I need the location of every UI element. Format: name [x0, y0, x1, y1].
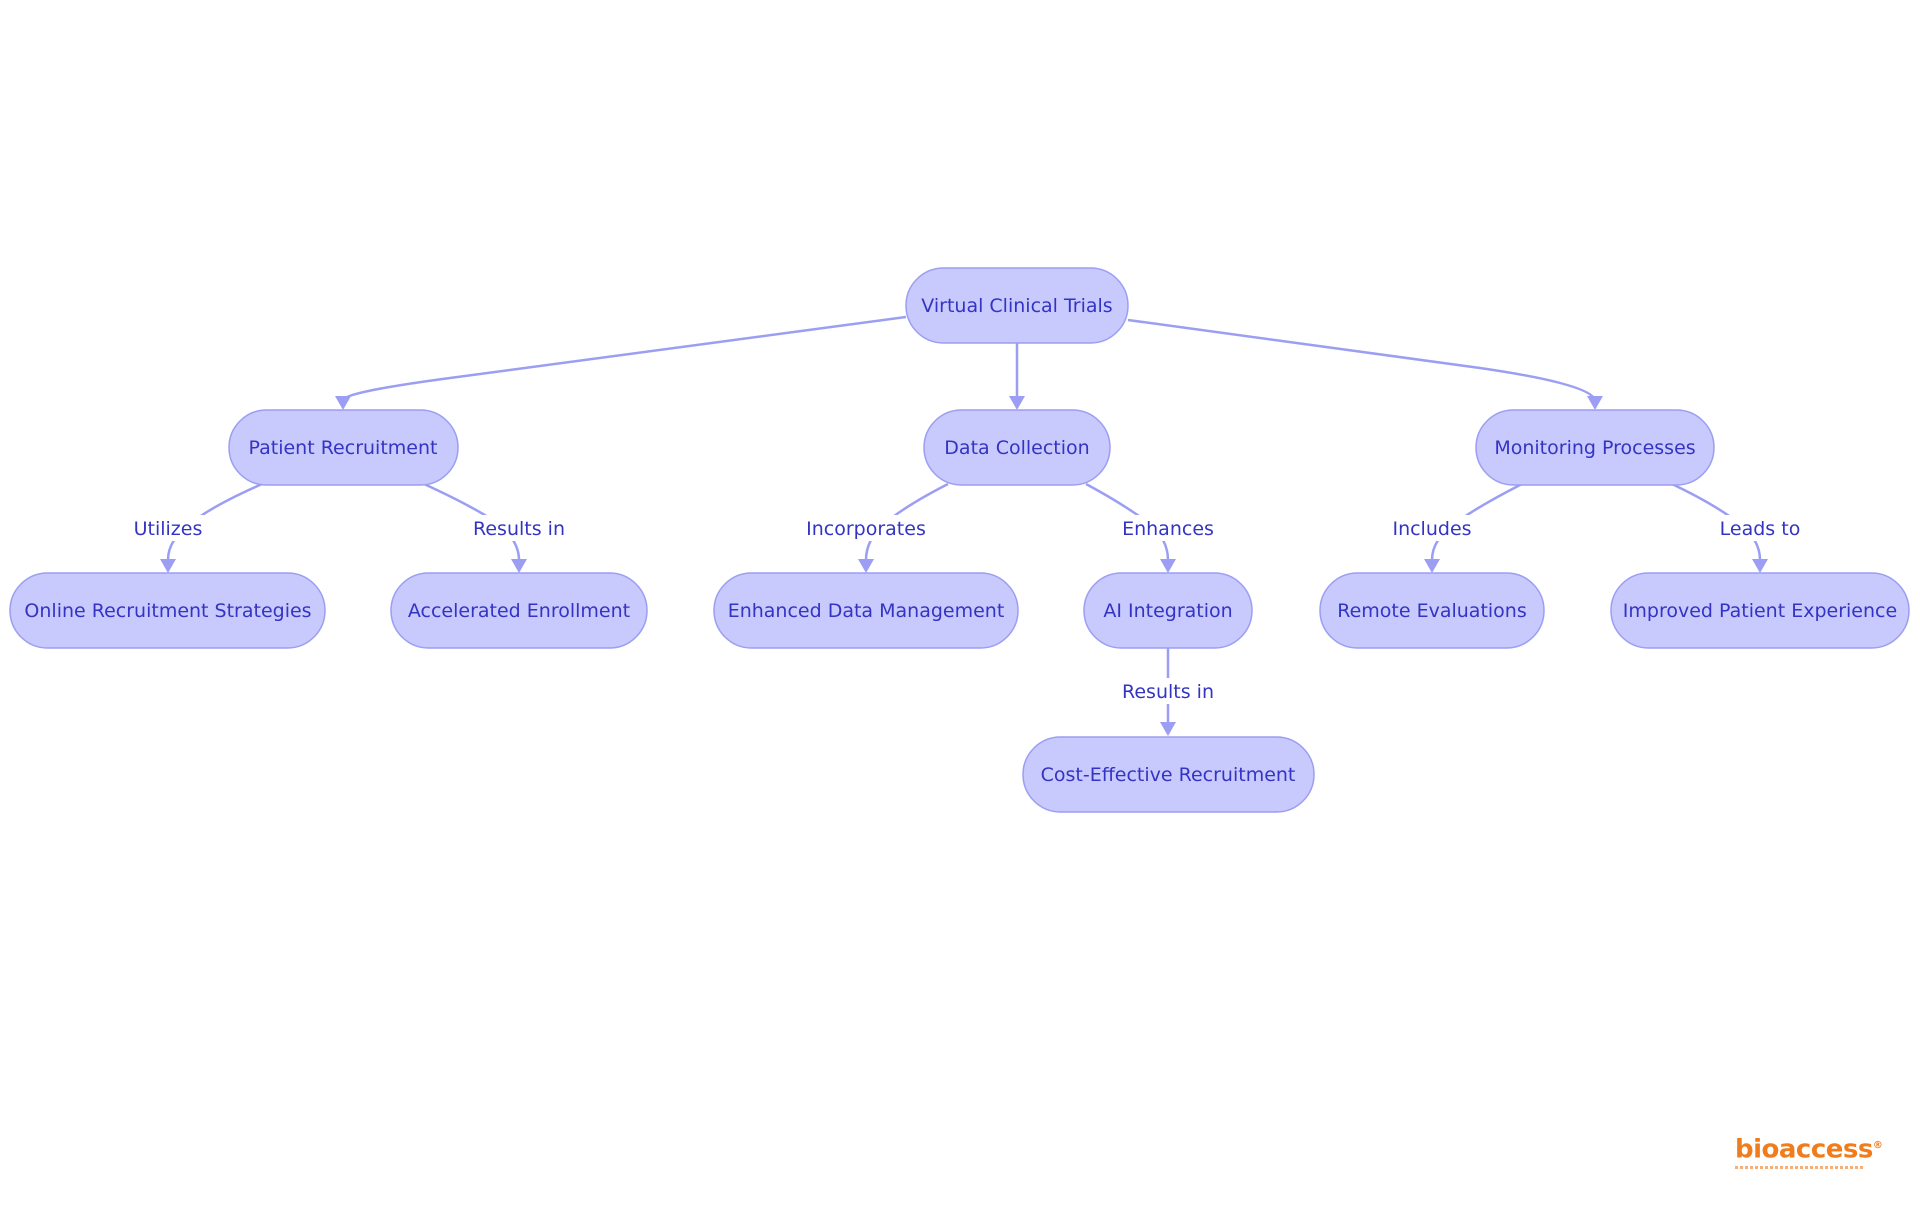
node-virtual-clinical-trials: Virtual Clinical Trials	[905, 267, 1129, 344]
logo-wordmark: bioaccess®	[1735, 1132, 1883, 1165]
edge-labels: Utilizes Results in Incorporates Enhance…	[132, 515, 1804, 704]
bioaccess-logo: bioaccess®	[1735, 1132, 1883, 1169]
logo-text: bioaccess	[1735, 1134, 1873, 1165]
edge-label-includes: Includes	[1392, 515, 1472, 541]
node-patient-recruitment: Patient Recruitment	[228, 409, 459, 486]
node-enhanced-data-management: Enhanced Data Management	[713, 572, 1019, 649]
node-label: Cost-Effective Recruitment	[1041, 764, 1296, 786]
edges	[160, 315, 1768, 736]
edge-label-text: Incorporates	[806, 518, 926, 540]
edge-root-to-monitoring	[1127, 318, 1597, 401]
edge-label-enhances: Enhances	[1122, 515, 1214, 541]
node-accelerated-enrollment: Accelerated Enrollment	[390, 572, 648, 649]
edge-label-results-in-2: Results in	[1119, 678, 1217, 704]
node-label: Enhanced Data Management	[728, 600, 1005, 622]
node-label: Data Collection	[944, 437, 1089, 459]
edge-label-incorporates: Incorporates	[806, 515, 926, 541]
arrowhead	[1424, 559, 1440, 573]
node-data-collection: Data Collection	[923, 409, 1111, 486]
node-ai-integration: AI Integration	[1083, 572, 1253, 649]
registered-mark: ®	[1872, 1140, 1883, 1151]
arrowhead	[1160, 722, 1176, 736]
edge-label-text: Results in	[473, 518, 565, 540]
node-improved-patient-experience: Improved Patient Experience	[1610, 572, 1910, 649]
arrowhead	[858, 559, 874, 573]
arrowhead	[1160, 559, 1176, 573]
edge-label-text: Enhances	[1122, 518, 1214, 540]
node-label: Improved Patient Experience	[1623, 600, 1897, 622]
arrowhead	[1587, 396, 1603, 410]
node-monitoring-processes: Monitoring Processes	[1475, 409, 1715, 486]
arrowhead	[1009, 396, 1025, 410]
node-label: Accelerated Enrollment	[408, 600, 630, 622]
logo-tagline-decoration	[1735, 1165, 1865, 1169]
edge-label-leads-to: Leads to	[1716, 515, 1804, 541]
node-online-recruitment-strategies: Online Recruitment Strategies	[9, 572, 326, 649]
arrowhead	[335, 396, 351, 410]
node-label: Monitoring Processes	[1494, 437, 1695, 459]
edge-label-text: Includes	[1392, 518, 1471, 540]
edge-root-to-patient-recruitment	[341, 315, 907, 401]
node-label: Remote Evaluations	[1337, 600, 1527, 622]
edge-label-text: Results in	[1122, 681, 1214, 703]
node-remote-evaluations: Remote Evaluations	[1319, 572, 1545, 649]
nodes: Virtual Clinical Trials Patient Recruitm…	[9, 267, 1910, 813]
node-label: Patient Recruitment	[249, 437, 438, 459]
arrowhead	[1752, 559, 1768, 573]
node-cost-effective-recruitment: Cost-Effective Recruitment	[1022, 736, 1315, 813]
edge-label-text: Leads to	[1720, 518, 1801, 540]
node-label: Online Recruitment Strategies	[24, 600, 311, 622]
node-label: Virtual Clinical Trials	[921, 295, 1112, 317]
edge-label-utilizes: Utilizes	[132, 515, 204, 541]
arrowhead	[160, 559, 176, 573]
arrowhead	[511, 559, 527, 573]
node-label: AI Integration	[1103, 600, 1232, 622]
edge-label-text: Utilizes	[134, 518, 203, 540]
edge-label-results-in-1: Results in	[470, 515, 568, 541]
